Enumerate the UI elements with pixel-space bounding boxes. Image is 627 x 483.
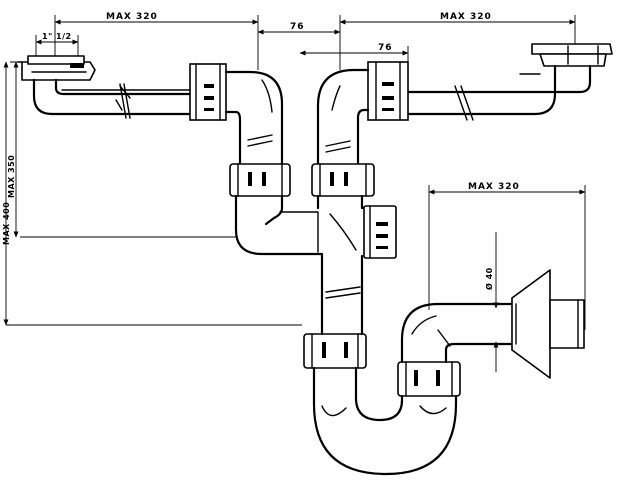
- dimension-outlet-diameter-label: Ø 40: [484, 267, 494, 290]
- dimension-lines: [3, 15, 586, 372]
- dimension-top-center-label: 76: [290, 22, 305, 32]
- u-bend: [312, 366, 458, 476]
- outlet-cone: [511, 269, 551, 379]
- dimension-inner-spacing-label: 76: [378, 43, 393, 53]
- outlet-spigot: [549, 299, 585, 349]
- left-elbow: [224, 70, 284, 172]
- left-union-nut: [229, 163, 291, 197]
- right-horizontal-arm: [403, 64, 592, 121]
- outlet-elbow: [400, 302, 514, 364]
- y-junction: [234, 194, 368, 302]
- trap-right-nut: [397, 361, 461, 397]
- dimension-top-right-label: MAX 320: [440, 12, 492, 22]
- dimension-top-left-label: MAX 320: [106, 12, 158, 22]
- dimension-outlet-reach-label: MAX 320: [468, 182, 520, 192]
- dimension-inlet-thread-label: 1" 1/2: [42, 32, 72, 41]
- right-strainer: [531, 43, 613, 67]
- right-arm-nut: [367, 61, 409, 121]
- left-strainer: [17, 55, 96, 81]
- left-horizontal-arm: [32, 78, 197, 119]
- left-arm-nut: [189, 63, 227, 121]
- dimension-depth-outer-label: MAX 400: [2, 202, 11, 245]
- right-union-nut: [311, 163, 375, 197]
- trap-left-nut: [303, 333, 367, 369]
- side-inlet-cap: [363, 205, 397, 259]
- descent-pipe: [320, 298, 364, 336]
- right-elbow: [316, 68, 370, 172]
- dimension-depth-left-label: MAX 350: [7, 155, 16, 198]
